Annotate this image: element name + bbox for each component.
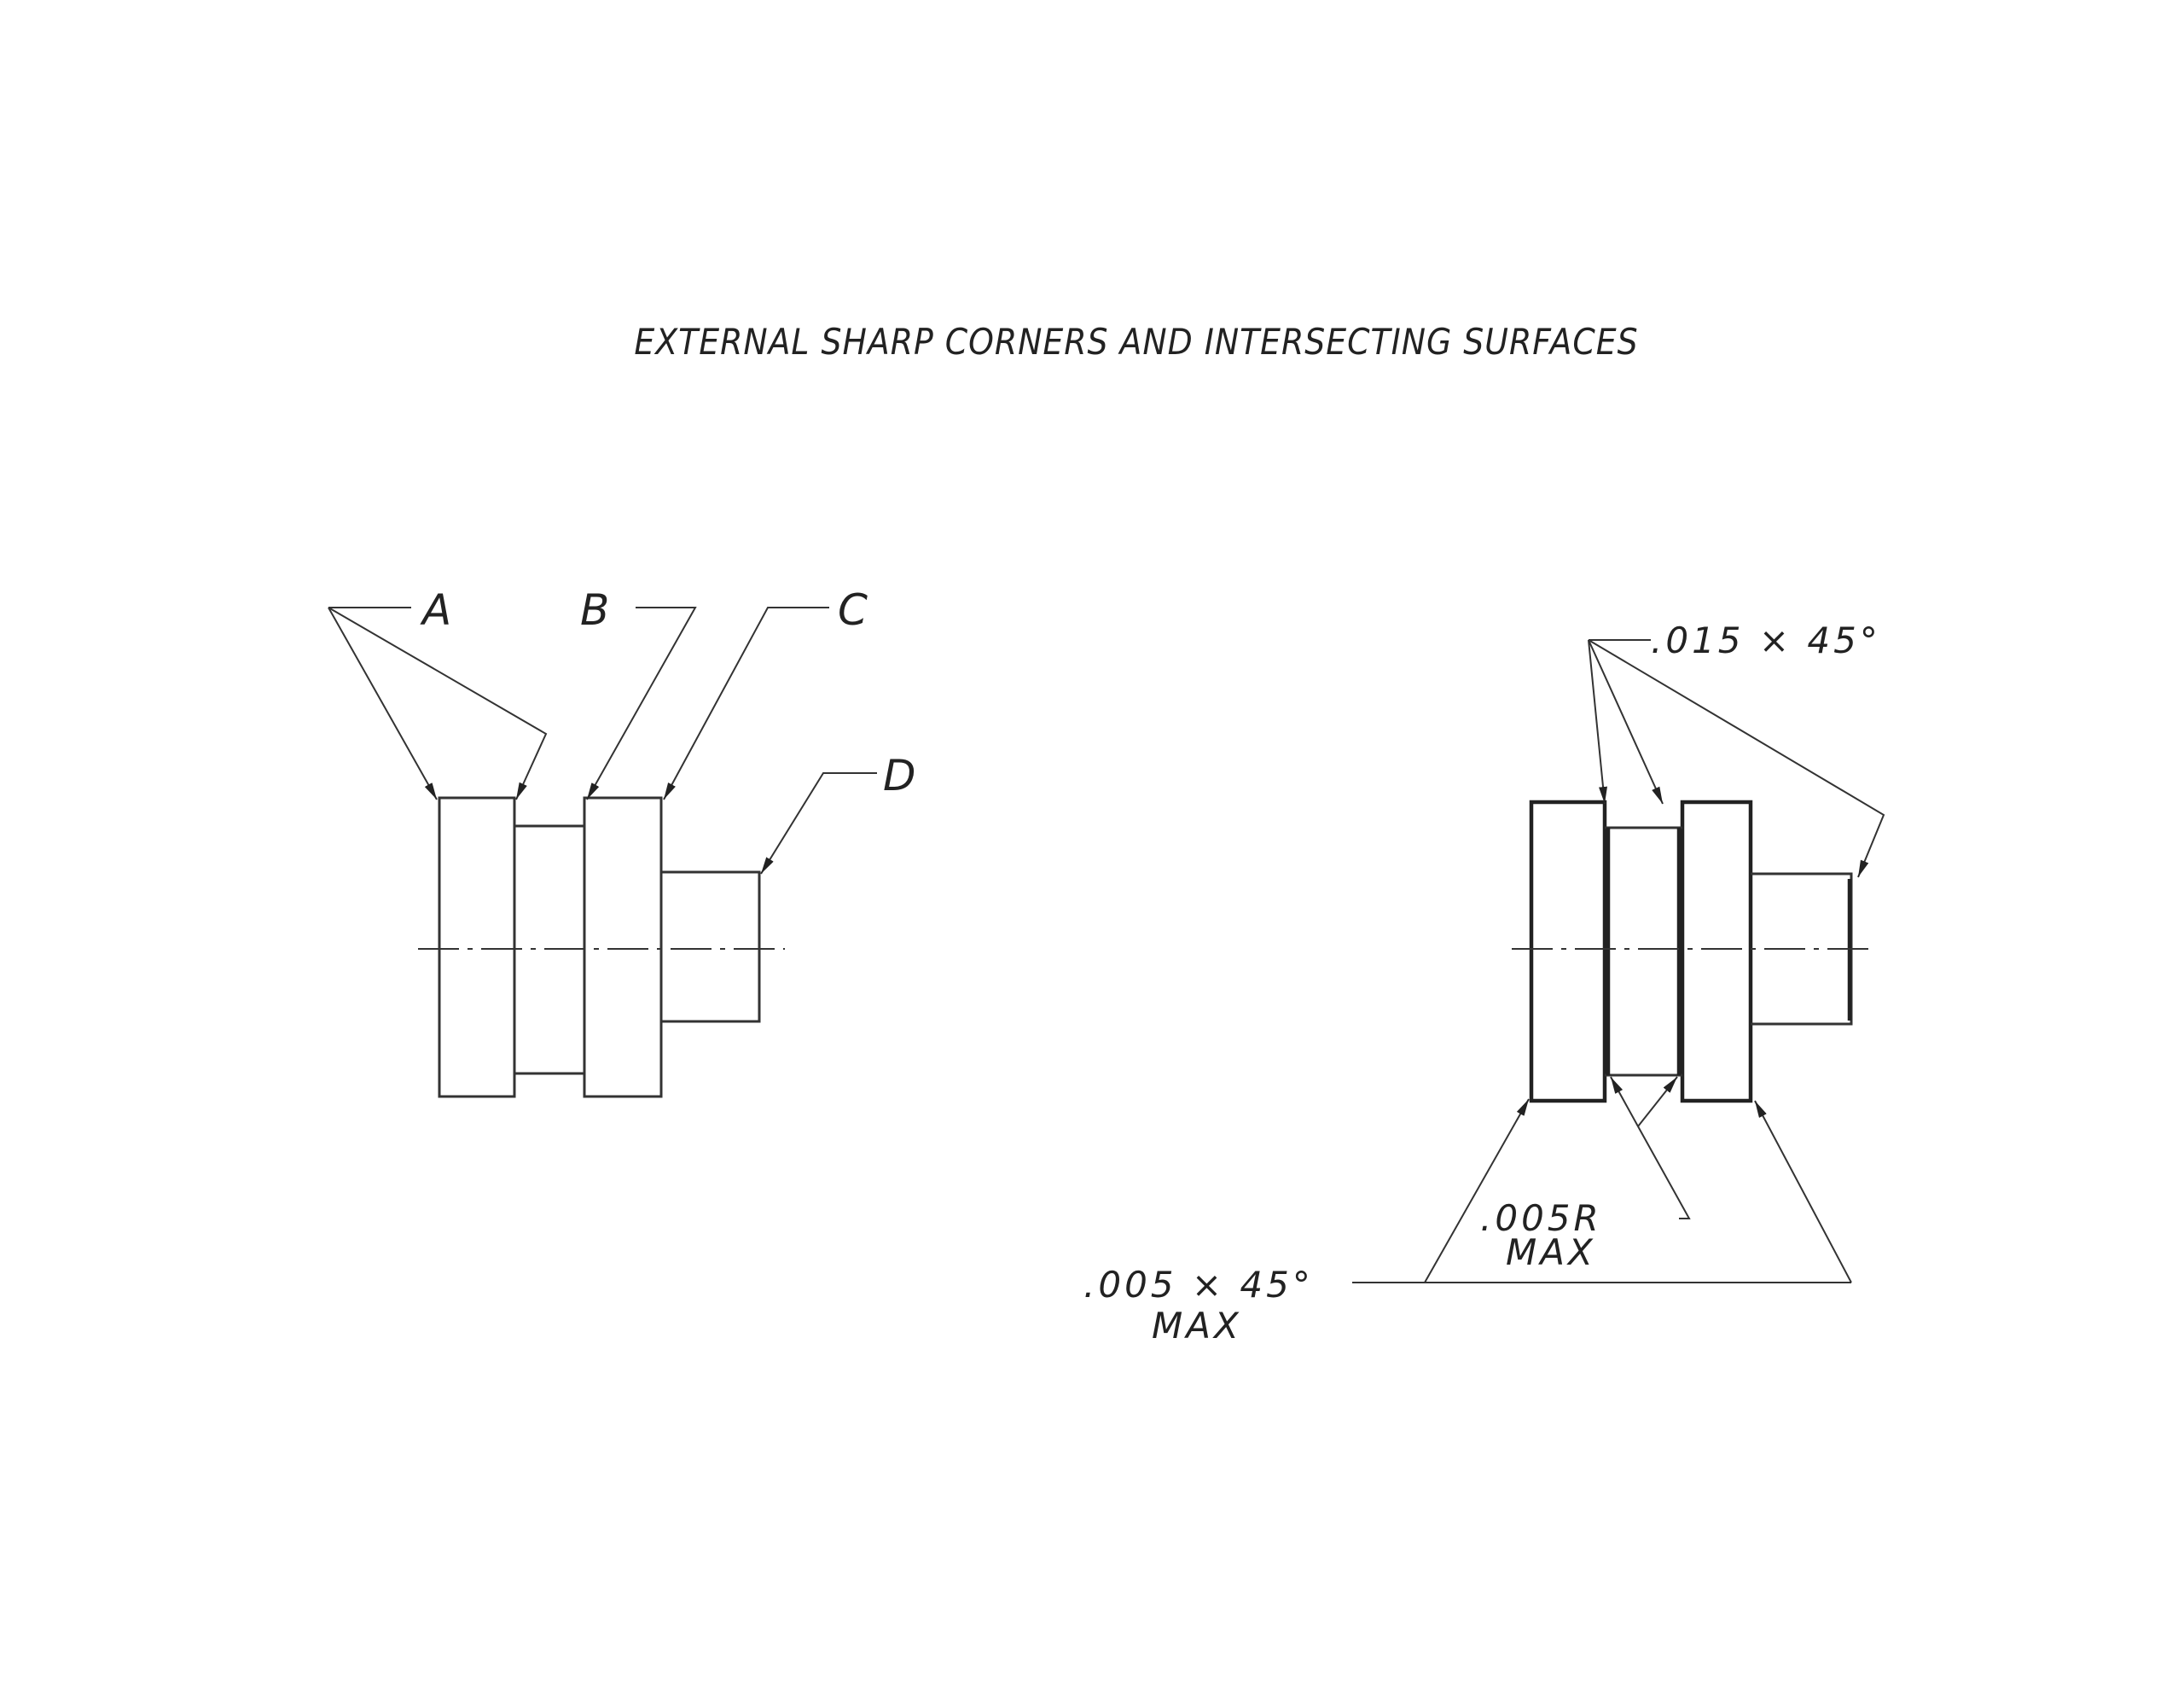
label-d: D bbox=[883, 751, 916, 800]
note-radius-005: .005R bbox=[1480, 1197, 1602, 1239]
note-radius-max: MAX bbox=[1506, 1231, 1596, 1273]
note-chamfer-015: .015 × 45° bbox=[1651, 620, 1881, 661]
label-a: A bbox=[420, 585, 451, 635]
right-part-outline bbox=[1529, 800, 1853, 1103]
right-view: .015 × 45° .005R MAX .005 × 45° MAX bbox=[1083, 620, 1885, 1347]
drawing-title: EXTERNAL SHARP CORNERS AND INTERSECTING … bbox=[634, 321, 1638, 363]
leader-c bbox=[663, 607, 829, 800]
left-part-outline bbox=[438, 796, 761, 1098]
label-b: B bbox=[580, 585, 609, 635]
left-view: A B C D bbox=[328, 585, 916, 1098]
leader-chamfer-015 bbox=[1588, 639, 1885, 878]
leader-chamfer-005 bbox=[1352, 1098, 1852, 1283]
leader-d bbox=[760, 772, 877, 875]
leader-radius-005 bbox=[1610, 1076, 1691, 1219]
label-c: C bbox=[838, 585, 868, 635]
note-chamfer-005: .005 × 45° bbox=[1083, 1264, 1314, 1306]
note-chamfer-005-max: MAX bbox=[1152, 1305, 1242, 1347]
leader-a bbox=[328, 607, 548, 800]
leader-b bbox=[586, 607, 697, 800]
